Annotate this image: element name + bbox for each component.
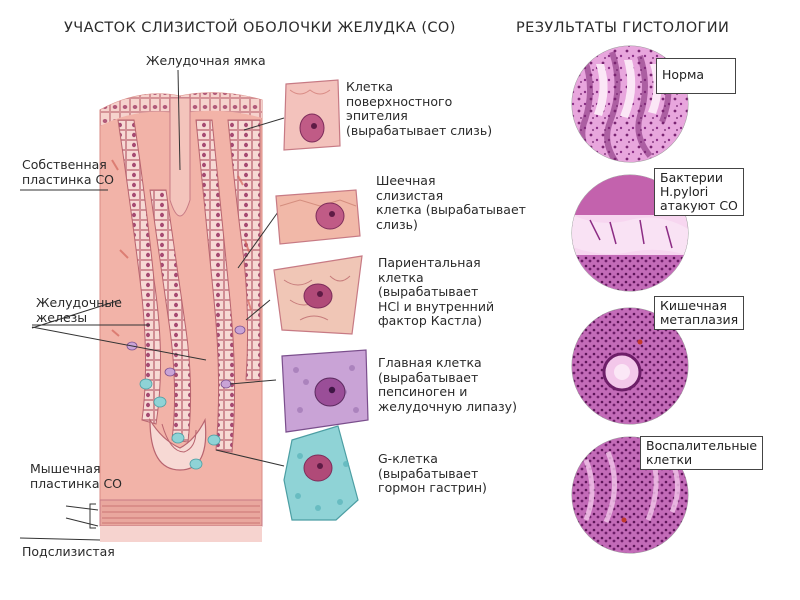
g-cell-line: (вырабатывает xyxy=(378,465,479,481)
surface-epithelium-line: Клетка xyxy=(346,79,394,94)
parietal-cell xyxy=(273,255,363,335)
parietal-line: Париентальная xyxy=(378,255,481,270)
mucous-neck-cell xyxy=(275,189,361,245)
histology-h-pylori-line: Бактерии xyxy=(660,170,723,185)
surface-epithelium-line: (вырабатывает слизь) xyxy=(346,122,493,138)
mucous-neck-line: клетка (вырабатывает xyxy=(376,202,526,217)
histology-metaplasia-line: Кишечная xyxy=(660,298,727,313)
submucosa-label: Подслизистая xyxy=(22,544,115,559)
chief-line: пепсиноген и xyxy=(378,384,468,399)
histology-inflammatory-label: Воспалительные клетки xyxy=(640,436,764,470)
lamina-propria-line-2: пластинка СО xyxy=(22,171,115,187)
surface-epithelium-line: поверхностного xyxy=(346,93,453,109)
mucous-neck-line: слизь) xyxy=(376,216,418,232)
g-cell xyxy=(283,425,359,521)
gastric-glands-line-1: Желудочные xyxy=(36,295,122,310)
parietal-line: фактор Кастла) xyxy=(378,313,482,328)
gastric-glands-label: Желудочные железы xyxy=(36,295,122,325)
g-cell-line: G-клетка xyxy=(378,451,438,466)
chief-line: (вырабатывает xyxy=(378,369,479,385)
gastric-glands-line-2: железы xyxy=(36,309,88,325)
lamina-propria-label: Собственная пластинка СО xyxy=(22,157,115,187)
mucous-neck-line: Шеечная xyxy=(376,173,436,188)
histology-inflammatory-line: Воспалительные xyxy=(646,438,758,453)
gastric-pit-label: Желудочная ямка xyxy=(146,53,266,68)
muscularis-line-1: Мышечная xyxy=(30,461,101,476)
chief-label: Главная клетка (вырабатывает пепсиноген … xyxy=(378,355,517,414)
chief-line: желудочную липазу) xyxy=(378,398,517,414)
histology-h-pylori-label: Бактерии H.pylori атакуют СО xyxy=(654,168,744,216)
lamina-propria-line-1: Собственная xyxy=(22,157,107,172)
mucosa-block xyxy=(99,92,263,542)
surface-epithelium-cell xyxy=(283,79,341,151)
histology-h-pylori-line: атакуют СО xyxy=(660,198,738,213)
histology-metaplasia-label: Кишечная метаплазия xyxy=(654,296,745,330)
histology-h-pylori-line: H.pylori xyxy=(660,184,709,199)
histology-norm-label: Норма xyxy=(656,58,736,94)
mucous-neck-label: Шеечная слизистая клетка (вырабатывает с… xyxy=(376,173,526,232)
g-cell-label: G-клетка (вырабатывает гормон гастрин) xyxy=(378,451,487,496)
mucous-neck-line: слизистая xyxy=(376,187,444,203)
histology-norm-text: Норма xyxy=(662,67,705,82)
histology-metaplasia-line: метаплазия xyxy=(660,312,739,327)
left-title: УЧАСТОК СЛИЗИСТОЙ ОБОЛОЧКИ ЖЕЛУДКА (СО) xyxy=(64,20,456,36)
parietal-line: (вырабатывает xyxy=(378,284,479,299)
parietal-line: клетка xyxy=(378,269,424,285)
surface-epithelium-line: эпителия xyxy=(346,108,408,123)
right-title: РЕЗУЛЬТАТЫ ГИСТОЛОГИИ xyxy=(516,20,730,36)
surface-epithelium-label: Клетка поверхностного эпителия (вырабаты… xyxy=(346,79,493,138)
parietal-line: HCl и внутренний xyxy=(378,298,495,314)
parietal-label: Париентальная клетка (вырабатывает HCl и… xyxy=(378,255,495,329)
leader-lines xyxy=(19,69,285,541)
histology-inflammatory-line: клетки xyxy=(646,452,693,467)
chief-cell xyxy=(281,349,369,433)
g-cell-line: гормон гастрин) xyxy=(378,480,487,495)
muscularis-label: Мышечная пластинка СО xyxy=(30,461,123,491)
chief-line: Главная клетка xyxy=(378,355,482,370)
muscularis-line-2: пластинка СО xyxy=(30,475,123,491)
